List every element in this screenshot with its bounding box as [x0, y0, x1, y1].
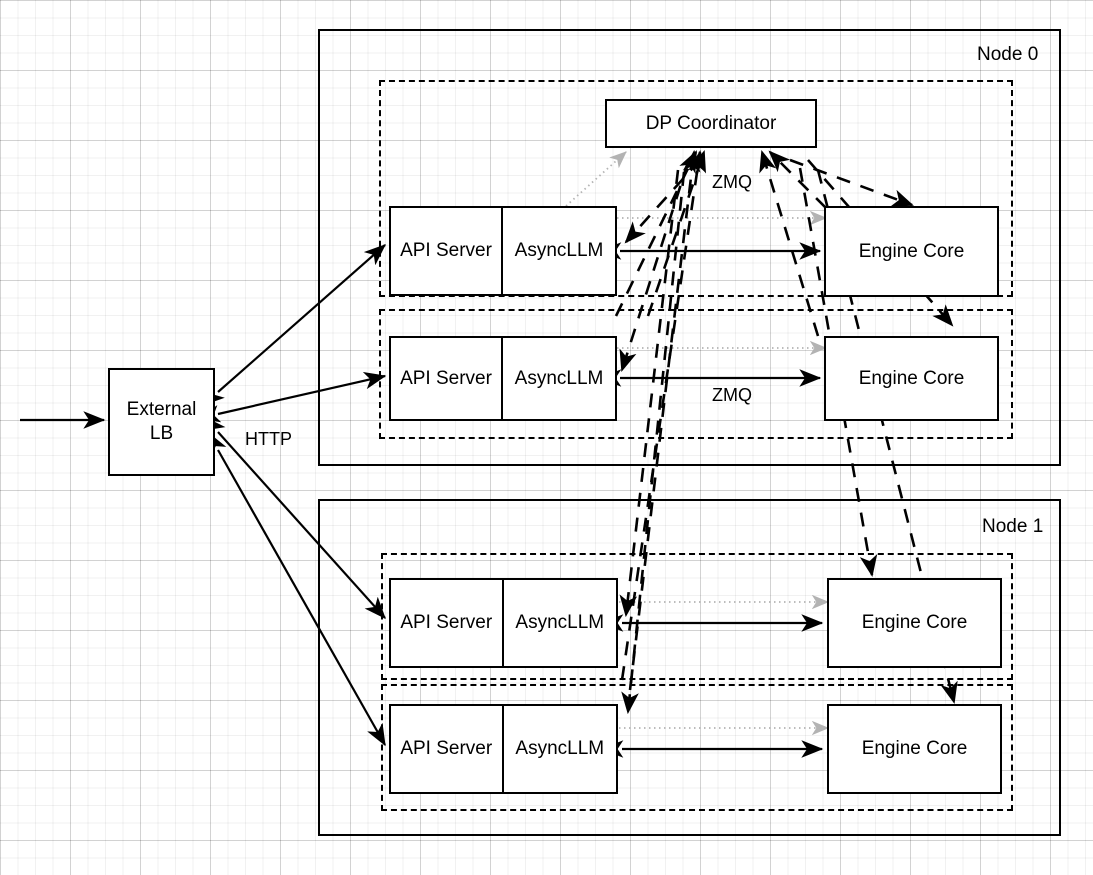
http-label: HTTP: [245, 429, 292, 449]
zmq-label-middle: ZMQ: [712, 385, 752, 405]
api-server-label: API Server: [400, 612, 493, 633]
node-0-group-1-region: [379, 309, 1013, 439]
external-lb-box[interactable]: External LB: [108, 368, 215, 476]
node-1-container: [318, 499, 1061, 836]
async-llm-label: AsyncLLM: [514, 240, 604, 261]
async-llm-label: AsyncLLM: [514, 367, 604, 389]
async-llm-label-cell: AsyncLLM: [503, 208, 615, 294]
external-lb-label-line1: External: [126, 399, 197, 421]
node-1-group-1-region: [381, 684, 1013, 811]
api-server-label-cell: API Server: [391, 706, 504, 792]
api-server-label: API Server: [400, 738, 493, 759]
dp-coordinator-box[interactable]: DP Coordinator: [605, 99, 817, 148]
node-1-group-1-api-server-box[interactable]: API Server AsyncLLM: [389, 704, 618, 794]
node-0-group-0-api-server-box[interactable]: API Server AsyncLLM: [389, 206, 617, 296]
node-0-group-1-engine-core-box[interactable]: Engine Core: [824, 336, 999, 421]
async-llm-label: AsyncLLM: [515, 738, 605, 759]
node-1-label: Node 1: [982, 516, 1044, 537]
zmq-label-top: ZMQ: [712, 172, 752, 192]
engine-core-label: Engine Core: [858, 367, 965, 389]
api-server-label-cell: API Server: [391, 208, 503, 294]
node-1-group-0-api-server-box[interactable]: API Server AsyncLLM: [389, 578, 618, 668]
node-0-group-1-api-server-box[interactable]: API Server AsyncLLM: [389, 336, 617, 421]
async-llm-label: AsyncLLM: [515, 612, 605, 633]
node-0-group-0-engine-core-box[interactable]: Engine Core: [824, 206, 999, 297]
engine-core-label: Engine Core: [861, 612, 968, 634]
engine-core-label: Engine Core: [858, 240, 965, 262]
engine-core-label: Engine Core: [861, 738, 968, 760]
node-0-label: Node 0: [977, 44, 1039, 65]
node-1-group-0-engine-core-box[interactable]: Engine Core: [827, 578, 1002, 668]
node-1-group-0-region: [381, 553, 1013, 680]
api-server-label-cell: API Server: [391, 580, 504, 666]
api-server-label-cell: API Server: [391, 338, 503, 419]
node-0-container: [318, 29, 1061, 466]
external-lb-label-line2: LB: [149, 423, 174, 444]
node-1-group-1-engine-core-box[interactable]: Engine Core: [827, 704, 1002, 794]
async-llm-label-cell: AsyncLLM: [504, 706, 617, 792]
async-llm-label-cell: AsyncLLM: [504, 580, 617, 666]
async-llm-label-cell: AsyncLLM: [503, 338, 615, 419]
api-server-label: API Server: [400, 367, 492, 389]
dp-coordinator-label: DP Coordinator: [645, 112, 777, 134]
api-server-label: API Server: [400, 240, 492, 261]
node-0-group-0-region: [379, 80, 1013, 297]
